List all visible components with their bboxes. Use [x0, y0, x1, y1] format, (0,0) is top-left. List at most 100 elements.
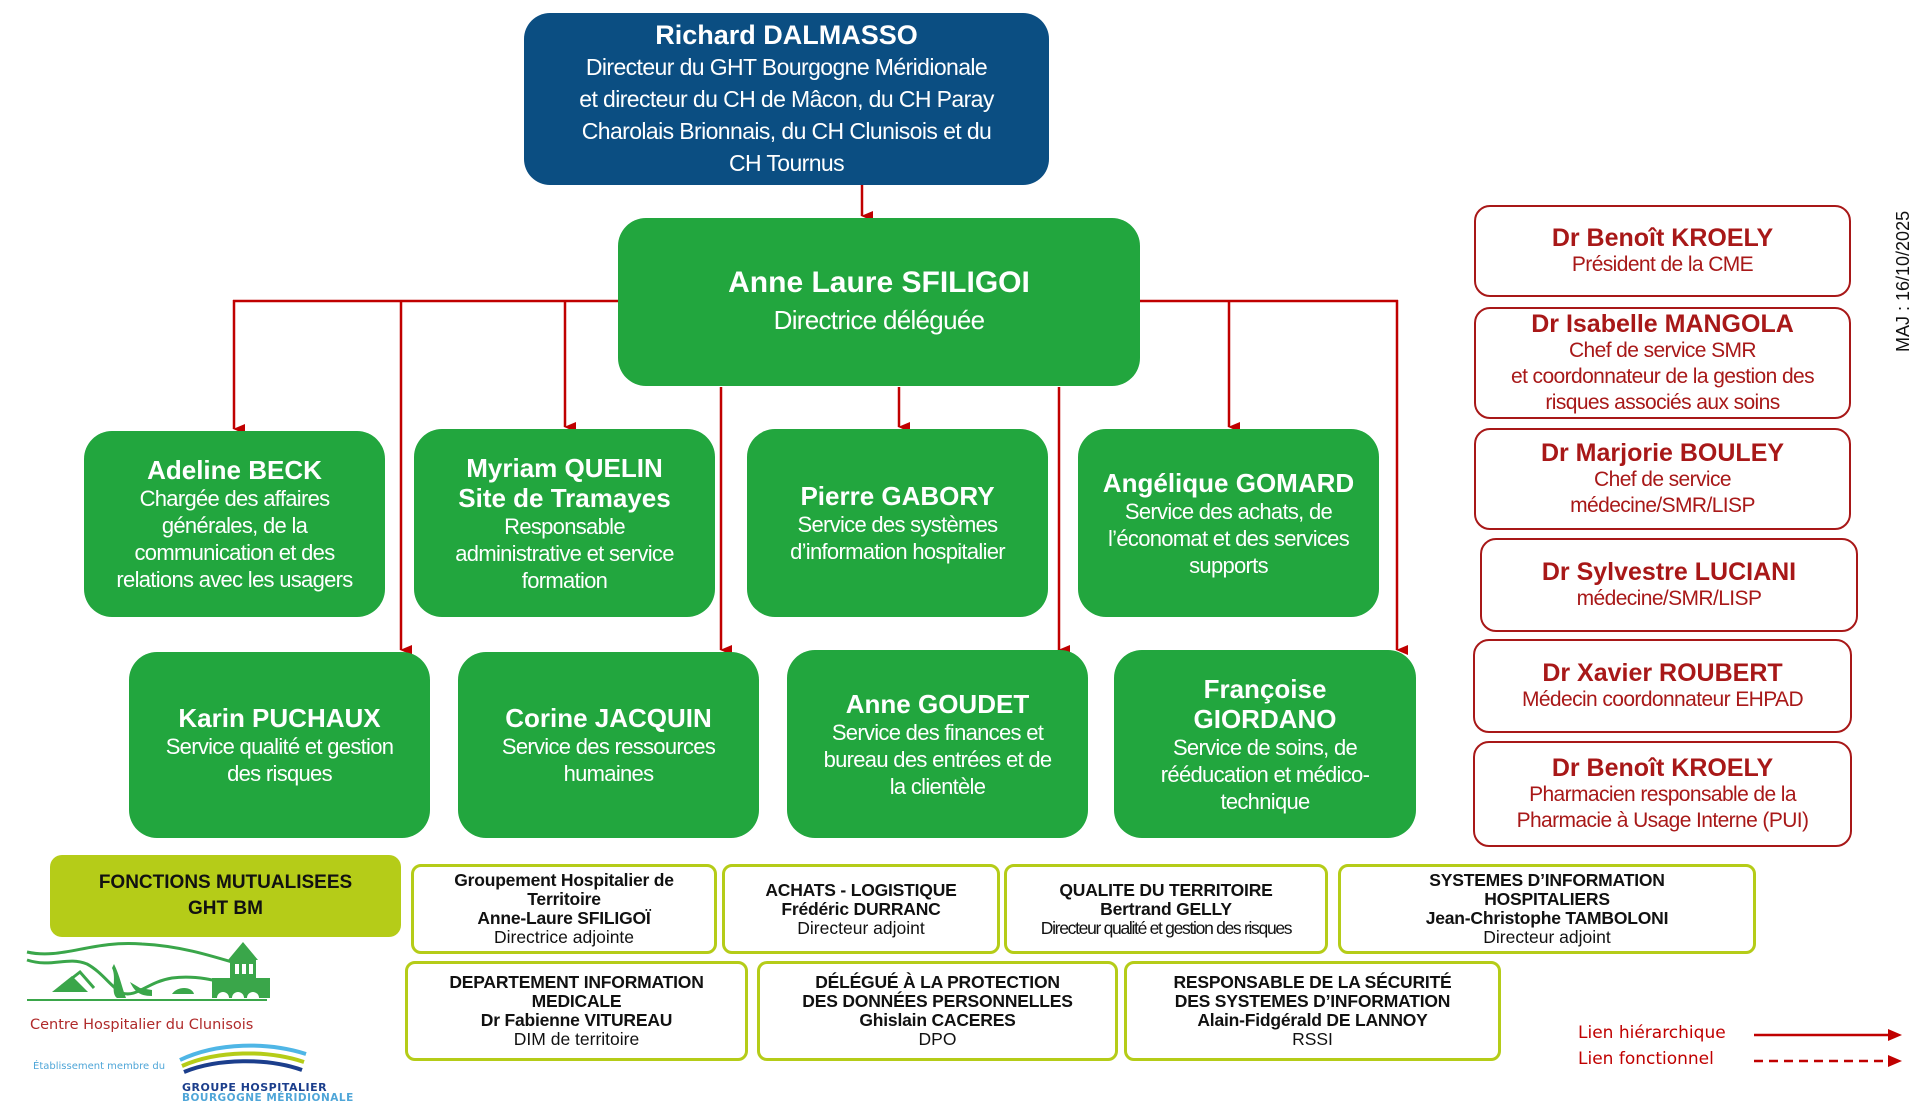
service-desc-line: formation: [521, 567, 608, 593]
mutualised-role: RSSI: [1292, 1029, 1333, 1049]
medical-box-kroely-cme: Dr Benoît KROELY Président de la CME: [1474, 205, 1851, 297]
logo-group-line2: BOURGOGNE MÉRIDIONALE: [182, 1092, 354, 1104]
service-desc-line: Service des finances et: [831, 719, 1044, 745]
legend-hierarchical-label: Lien hiérarchique: [1578, 1023, 1726, 1043]
service-desc-line: Chargée des affaires: [139, 486, 331, 511]
mutualised-box-si: SYSTEMES D’INFORMATION HOSPITALIERS Jean…: [1338, 864, 1756, 954]
top-director-box: Richard DALMASSO Directeur du GHT Bourgo…: [524, 13, 1049, 185]
doctor-role-line: Chef de service SMR: [1568, 339, 1757, 362]
mutualised-title-line: Territoire: [527, 889, 601, 909]
clunisois-logo-icon: [26, 941, 270, 1001]
person-name: Adeline BECK: [147, 455, 322, 485]
mutualised-role: Directeur adjoint: [797, 917, 925, 938]
service-desc-line: supports: [1189, 552, 1268, 578]
mutualised-role: Directeur qualité et gestion des risques: [1040, 917, 1293, 938]
service-desc-line: Service de soins, de: [1172, 734, 1358, 760]
logo-member-text: Établissement membre du: [33, 1061, 166, 1072]
mutualised-title-line: MEDICALE: [531, 991, 622, 1011]
doctor-name: Dr Benoît KROELY: [1551, 754, 1774, 782]
service-desc-line: bureau des entrées et de: [823, 746, 1053, 772]
service-desc-line: générales, de la: [161, 513, 308, 538]
logo-org-name: Centre Hospitalier du Clunisois: [30, 1017, 254, 1033]
doctor-name: Dr Xavier ROUBERT: [1542, 659, 1783, 687]
mutualised-title-line: HOSPITALIERS: [1484, 889, 1610, 909]
service-desc-line: l’économat et des services: [1107, 525, 1350, 551]
mutualised-role: Directrice adjointe: [493, 927, 635, 947]
person-name: Angélique GOMARD: [1102, 467, 1355, 498]
person-name: Myriam QUELIN: [466, 452, 663, 483]
mutualised-box-ght: Groupement Hospitalier de Territoire Ann…: [411, 864, 717, 954]
mutualised-person-name: Dr Fabienne VITUREAU: [480, 1010, 673, 1030]
mutualised-title-line: DEPARTEMENT INFORMATION: [449, 972, 704, 992]
person-name: Pierre GABORY: [800, 481, 995, 511]
service-box-quelin: Myriam QUELIN Site de Tramayes Responsab…: [414, 429, 715, 617]
doctor-role-line: Médecin coordonnateur EHPAD: [1521, 688, 1804, 711]
mutualised-title-line: DES DONNÉES PERSONNELLES: [802, 991, 1073, 1011]
service-box-jacquin: Corine JACQUIN Service des ressources hu…: [458, 652, 759, 838]
top-director-title-line: Charolais Brionnais, du CH Clunisois et …: [581, 118, 992, 144]
service-box-beck: Adeline BECK Chargée des affaires généra…: [84, 431, 385, 617]
person-name: Françoise: [1203, 673, 1327, 704]
top-director-title-line: Directeur du GHT Bourgogne Méridionale: [585, 54, 988, 80]
service-desc-line: Service des achats, de: [1124, 498, 1333, 524]
service-box-puchaux: Karin PUCHAUX Service qualité et gestion…: [129, 652, 430, 838]
service-desc-line: technique: [1220, 788, 1310, 814]
site-name: Site de Tramayes: [458, 482, 671, 513]
person-name: Corine JACQUIN: [505, 703, 712, 733]
doctor-name: Dr Marjorie BOULEY: [1540, 439, 1785, 467]
service-desc-line: administrative et service: [455, 540, 674, 566]
service-desc-line: Service des ressources: [501, 734, 716, 759]
doctor-name: Dr Benoît KROELY: [1551, 224, 1774, 252]
top-director-title-line: et directeur du CH de Mâcon, du CH Paray: [579, 86, 994, 112]
mutualised-title-line: ACHATS - LOGISTIQUE: [765, 879, 957, 900]
mutualised-person-name: Anne-Laure SFILIGOÏ: [477, 908, 651, 928]
medical-box-roubert: Dr Xavier ROUBERT Médecin coordonnateur …: [1473, 639, 1852, 733]
mutualised-header-line: FONCTIONS MUTUALISEES: [98, 872, 353, 893]
mutualised-box-rssi: RESPONSABLE DE LA SÉCURITÉ DES SYSTEMES …: [1124, 961, 1501, 1061]
mutualised-person-name: Bertrand GELLY: [1100, 898, 1232, 919]
mutualised-person-name: Frédéric DURRANC: [781, 898, 941, 919]
mutualised-title-line: DES SYSTEMES D’INFORMATION: [1174, 991, 1451, 1011]
mutualised-person-name: Jean-Christophe TAMBOLONI: [1425, 908, 1669, 928]
mutualised-box-dpo: DÉLÉGUÉ À LA PROTECTION DES DONNÉES PERS…: [757, 961, 1118, 1061]
service-box-giordano: Françoise GIORDANO Service de soins, de …: [1114, 650, 1416, 838]
doctor-role-line: Pharmacien responsable de la: [1529, 783, 1796, 806]
doctor-role-line: et coordonnateur de la gestion des: [1511, 365, 1815, 388]
service-desc-line: humaines: [563, 761, 654, 786]
legend-arrows: [1754, 1029, 1902, 1067]
mutualised-box-qualite: QUALITE DU TERRITOIRE Bertrand GELLY Dir…: [1004, 864, 1328, 954]
mutualised-person-name: Alain-Fidgérald DE LANNOY: [1197, 1010, 1428, 1030]
mutualised-box-achats: ACHATS - LOGISTIQUE Frédéric DURRANC Dir…: [722, 864, 1000, 954]
doctor-role-line: Pharmacie à Usage Interne (PUI): [1516, 809, 1809, 832]
delegate-director-title: Directrice déléguée: [773, 305, 985, 335]
medical-box-luciani: Dr Sylvestre LUCIANI médecine/SMR/LISP: [1480, 538, 1858, 632]
mutualised-role: Directeur adjoint: [1483, 927, 1611, 947]
service-box-gomard: Angélique GOMARD Service des achats, de …: [1078, 429, 1379, 617]
service-desc-line: des risques: [227, 761, 333, 786]
legend-solid-arrow-head: [1888, 1029, 1902, 1041]
service-desc-line: Service des systèmes: [797, 512, 999, 537]
top-director-title-line: CH Tournus: [728, 150, 845, 176]
doctor-role-line: Président de la CME: [1571, 253, 1754, 276]
person-name: Karin PUCHAUX: [178, 703, 381, 733]
service-desc-line: Responsable: [504, 513, 625, 539]
top-director-name: Richard DALMASSO: [655, 20, 918, 50]
mutualised-role: DIM de territoire: [513, 1029, 640, 1049]
medical-box-bouley: Dr Marjorie BOULEY Chef de service médec…: [1474, 428, 1851, 530]
service-desc-line: Service qualité et gestion: [165, 734, 394, 759]
doctor-role-line: risques associés aux soins: [1545, 391, 1780, 414]
service-box-goudet: Anne GOUDET Service des finances et bure…: [787, 650, 1088, 838]
doctor-name: Dr Sylvestre LUCIANI: [1541, 558, 1797, 586]
mutualised-role: DPO: [918, 1029, 957, 1049]
service-desc-line: rééducation et médico-: [1160, 761, 1370, 787]
service-desc-line: communication et des: [134, 540, 336, 565]
service-desc-line: relations avec les usagers: [116, 567, 353, 592]
update-date: MAJ : 16/10/2025: [1893, 210, 1913, 352]
mutualised-box-dim: DEPARTEMENT INFORMATION MEDICALE Dr Fabi…: [405, 961, 748, 1061]
delegate-director-name: Anne Laure SFILIGOI: [728, 266, 1030, 299]
doctor-role-line: médecine/SMR/LISP: [1570, 494, 1755, 517]
mutualised-person-name: Ghislain CACERES: [859, 1010, 1016, 1030]
mutualised-header: FONCTIONS MUTUALISEES GHT BM: [50, 855, 401, 937]
mutualised-title-line: RESPONSABLE DE LA SÉCURITÉ: [1173, 972, 1452, 992]
service-desc-line: la clientèle: [889, 773, 986, 799]
